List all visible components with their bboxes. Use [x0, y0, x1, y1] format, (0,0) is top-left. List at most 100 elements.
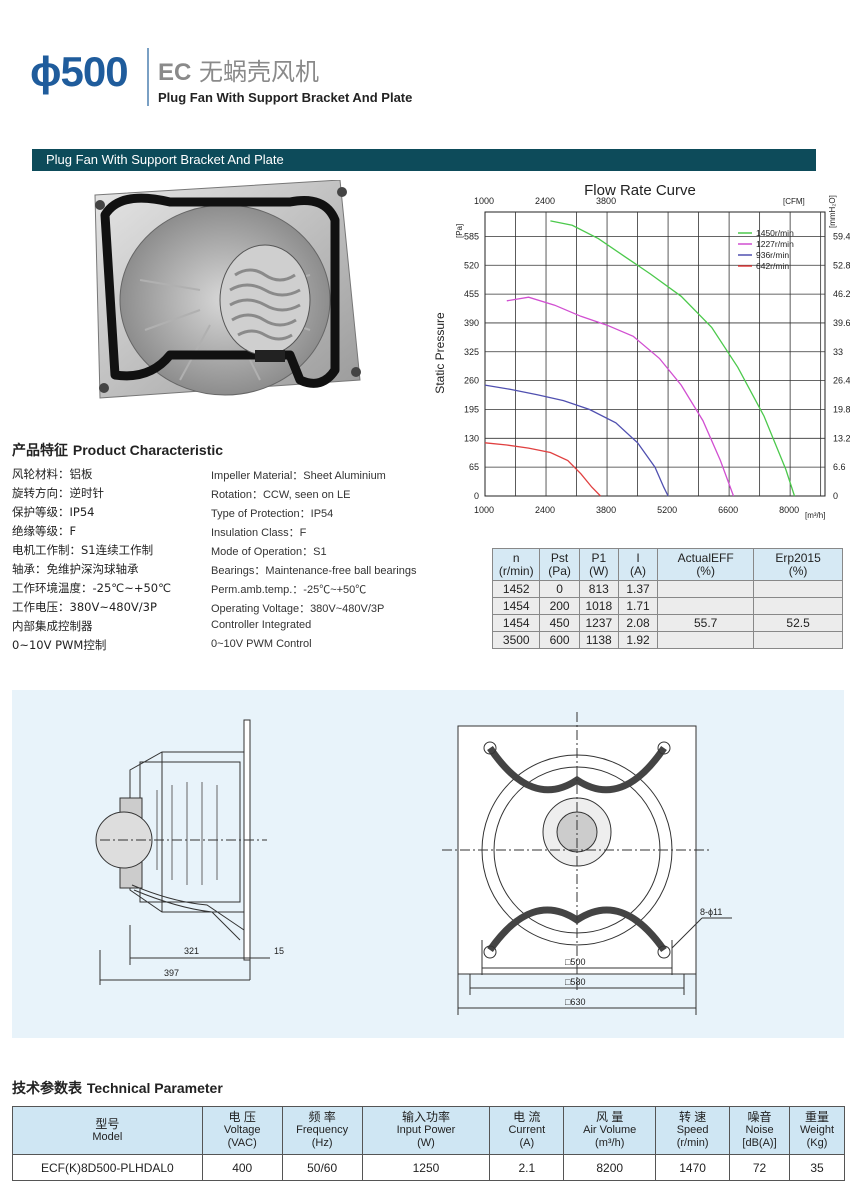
char-row-cn: 绝缘等级：F — [12, 524, 77, 538]
tech-header-cn: 频 率 — [308, 1110, 336, 1124]
top-tick-label: 1000 — [474, 196, 494, 206]
table-cell — [657, 597, 755, 615]
table-cell: 200 — [539, 597, 580, 615]
char-row-cn: 工作电压：380V~480V/3P — [12, 600, 157, 614]
table-cell: 1018 — [578, 597, 619, 615]
table-cell — [753, 597, 843, 615]
characteristic-title-cn: 产品特征 — [12, 443, 68, 459]
tech-header-cn: 型号 — [95, 1116, 120, 1131]
table-cell: 52.5 — [753, 614, 843, 632]
dim-580: □580 — [565, 977, 585, 987]
table-cell: 3500 — [491, 631, 541, 649]
table-cell: 1138 — [578, 631, 619, 649]
tech-header-unit: (VAC) — [227, 1137, 257, 1149]
y-tick-label: 195 — [464, 404, 479, 414]
product-title: EC 无蜗壳风机 — [158, 52, 319, 87]
tech-header-en: Current — [508, 1124, 546, 1136]
tech-header-en: Speed — [676, 1124, 709, 1136]
dim-500: □500 — [565, 957, 585, 967]
y-tick-label: 390 — [464, 318, 479, 328]
table-cell: 400 — [201, 1154, 283, 1181]
tech-header-unit: (A) — [519, 1137, 535, 1149]
x-tick-label: 3800 — [596, 505, 616, 515]
table-cell: 72 — [729, 1154, 790, 1181]
table-cell: 0 — [539, 580, 580, 598]
table-cell: 2.08 — [617, 614, 659, 632]
perf-header-text: Erp2015 — [775, 550, 821, 565]
y-tick-label: 585 — [464, 231, 479, 241]
tech-header-unit: (Kg) — [806, 1137, 828, 1149]
right-tick-label: 52.8 — [833, 260, 850, 270]
table-cell: 35 — [789, 1154, 845, 1181]
header-divider — [147, 48, 149, 106]
model-title: ϕ500 — [30, 48, 129, 95]
table-cell: 1237 — [578, 614, 619, 632]
right-tick-label: 46.2 — [833, 289, 850, 299]
tech-title-en: Technical Parameter — [86, 1080, 223, 1096]
tech-title-cn: 技术参数表 — [12, 1081, 82, 1097]
product-subtitle: Plug Fan With Support Bracket And Plate — [158, 90, 413, 105]
performance-header-row: n(r/min)Pst(Pa)P1(W)I(A)ActualEFF(%)Erp2… — [491, 548, 843, 581]
right-tick-label: 19.8 — [833, 404, 850, 414]
perf-header-cell: n(r/min) — [491, 548, 541, 581]
tech-header-unit: (W) — [417, 1137, 435, 1149]
perf-header-text: I — [636, 550, 640, 565]
char-row-cn: 风轮材料：铝板 — [12, 467, 93, 481]
table-cell: 1454 — [491, 597, 541, 615]
legend-label: 1450r/min — [756, 228, 794, 238]
perf-header-text: (W) — [589, 563, 609, 578]
x-tick-label: 6600 — [718, 505, 738, 515]
tech-header-unit: (Hz) — [311, 1137, 333, 1149]
right-tick-label: 39.6 — [833, 318, 850, 328]
table-cell: 55.7 — [657, 614, 755, 632]
x-axis-label: [m³/h] — [805, 511, 825, 520]
perf-header-cell: ActualEFF(%) — [657, 548, 755, 581]
x-tick-label: 8000 — [779, 505, 799, 515]
char-row-en: Insulation Class：F — [211, 527, 307, 539]
table-cell: 1250 — [361, 1154, 491, 1181]
chart-title: Flow Rate Curve — [584, 182, 696, 199]
dimension-drawing: 321 15 397 □500 □580 □630 8-ϕ11 — [12, 690, 844, 1038]
section-banner: Plug Fan With Support Bracket And Plate — [32, 149, 816, 171]
tech-header-cn: 重量 — [804, 1110, 829, 1124]
right-tick-label: 6.6 — [833, 462, 846, 472]
char-row-cn: 保护等级：IP54 — [12, 505, 95, 519]
char-row-en: Controller Integrated — [211, 619, 312, 631]
char-row-en: 0~10V PWM Control — [211, 638, 312, 650]
table-cell: 600 — [539, 631, 580, 649]
tech-header-en: Frequency — [296, 1124, 349, 1136]
y-tick-label: 0 — [474, 491, 479, 501]
y-tick-label: 455 — [464, 289, 479, 299]
table-cell: 1.92 — [617, 631, 659, 649]
right-tick-label: 26.4 — [833, 376, 850, 386]
y-tick-label: 325 — [464, 347, 479, 357]
legend-label: 1227r/min — [756, 239, 794, 249]
tech-header-unit: (r/min) — [676, 1137, 709, 1149]
table-cell: 50/60 — [281, 1154, 363, 1181]
table-cell: 1.37 — [617, 580, 659, 598]
table-cell: 813 — [578, 580, 619, 598]
tech-header-cn: 噪音 — [747, 1110, 772, 1124]
series-line-2 — [484, 384, 669, 497]
legend-label: 936r/min — [756, 250, 789, 260]
dim-15: 15 — [274, 946, 284, 956]
right-tick-label: 59.4 — [833, 231, 850, 241]
perf-header-text: (r/min) — [498, 563, 534, 578]
char-row-en: Impeller Material：Sheet Aluminium — [211, 470, 386, 482]
char-row-en: Type of Protection：IP54 — [211, 508, 334, 520]
x-tick-label: 1000 — [474, 505, 494, 515]
tech-header-en: Noise — [745, 1124, 774, 1136]
perf-header-text: ActualEFF — [677, 550, 734, 565]
perf-header-text: (%) — [696, 563, 715, 578]
tech-title: 技术参数表 Technical Parameter — [12, 1078, 223, 1098]
table-cell: 2.1 — [489, 1154, 565, 1181]
char-row-cn: 电机工作制：S1连续工作制 — [12, 543, 154, 557]
